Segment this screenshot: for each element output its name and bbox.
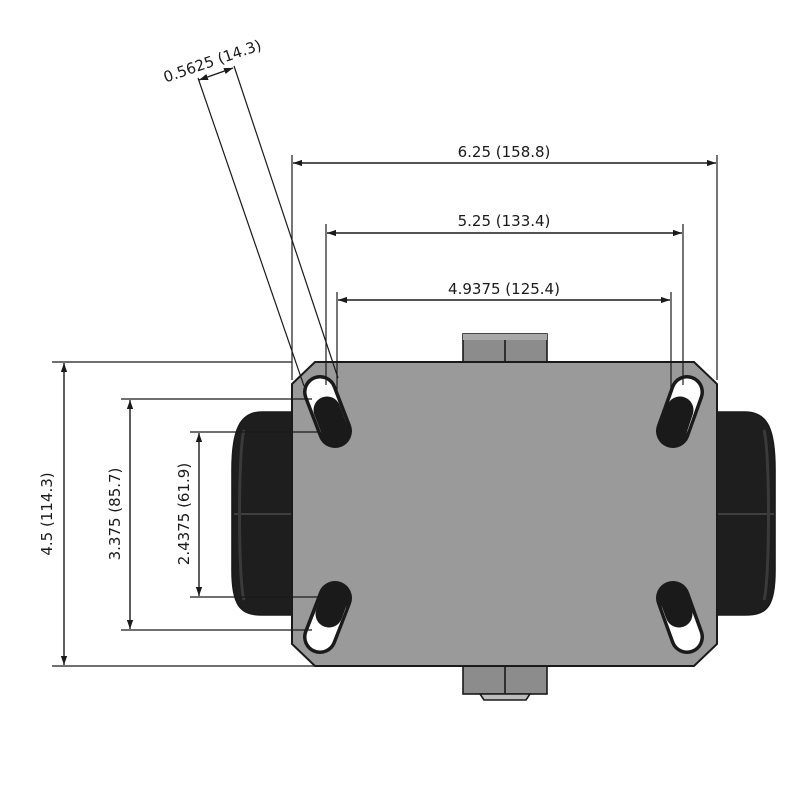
- axle-nut-bottom: [462, 663, 548, 701]
- dim-plate-length: 4.5 (114.3): [38, 361, 315, 667]
- bolt-slots: [303, 375, 704, 654]
- dim-bolt-spacing-outer-label: 5.25 (133.4): [458, 212, 551, 230]
- dim-bolt-spacing-outer: 5.25 (133.4): [325, 212, 684, 385]
- dim-bolt-spacing-length-outer-label: 3.375 (85.7): [106, 468, 124, 561]
- dim-plate-width: 6.25 (158.8): [291, 143, 718, 380]
- dim-bolt-spacing-length-inner-label: 2.4375 (61.9): [175, 463, 193, 565]
- dim-plate-width-label: 6.25 (158.8): [458, 143, 551, 161]
- wheel-left-highlight: [238, 429, 246, 601]
- dim-bolt-spacing-length-outer: 3.375 (85.7): [106, 398, 312, 631]
- dim-bolt-hole-width: 0.5625 (14.3): [161, 36, 339, 387]
- dim-bolt-spacing-inner-label: 4.9375 (125.4): [448, 280, 560, 298]
- dim-bolt-hole-width-label: 0.5625 (14.3): [161, 36, 264, 86]
- dim-bolt-spacing-length-inner: 2.4375 (61.9): [175, 431, 318, 598]
- top-plate: [291, 361, 718, 667]
- dim-plate-length-label: 4.5 (114.3): [38, 472, 56, 555]
- wheel-right-highlight: [762, 429, 770, 601]
